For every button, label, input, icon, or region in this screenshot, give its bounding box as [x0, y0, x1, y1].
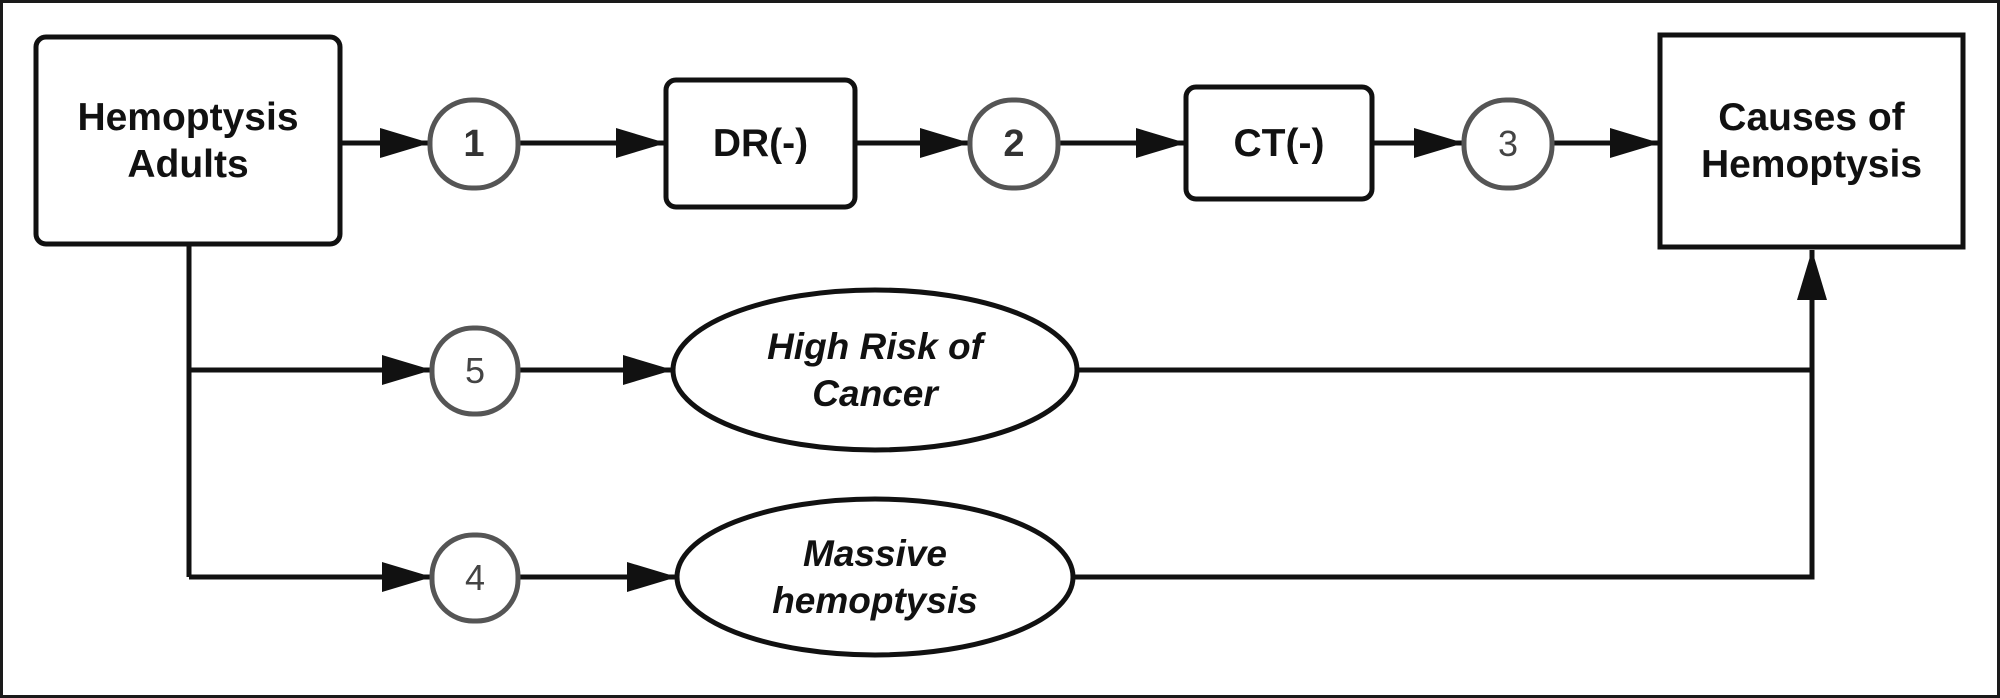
dr-label: DR(-): [712, 122, 809, 165]
step-circle-3: [1461, 97, 1555, 191]
step-number-5: 5: [464, 350, 486, 391]
step-circle-1: [427, 97, 521, 191]
start-label: Hemoptysis Adults: [77, 95, 299, 186]
step-circle-4: [429, 532, 521, 624]
step-circle-5: [429, 325, 521, 417]
step-number-2: 2: [1003, 122, 1025, 165]
edge-massive-to-end: [1073, 250, 1827, 580]
ct-label: CT(-): [1233, 121, 1325, 165]
step-number-4: 4: [464, 557, 486, 598]
massive-label: Massive hemoptysis: [772, 533, 978, 621]
step-circle-2: [967, 97, 1061, 191]
end-label: Causes of Hemoptysis: [1700, 96, 1923, 186]
step-number-3: 3: [1497, 123, 1519, 164]
cancer-label: High Risk of Cancer: [767, 326, 983, 414]
step-number-1: 1: [463, 122, 485, 165]
